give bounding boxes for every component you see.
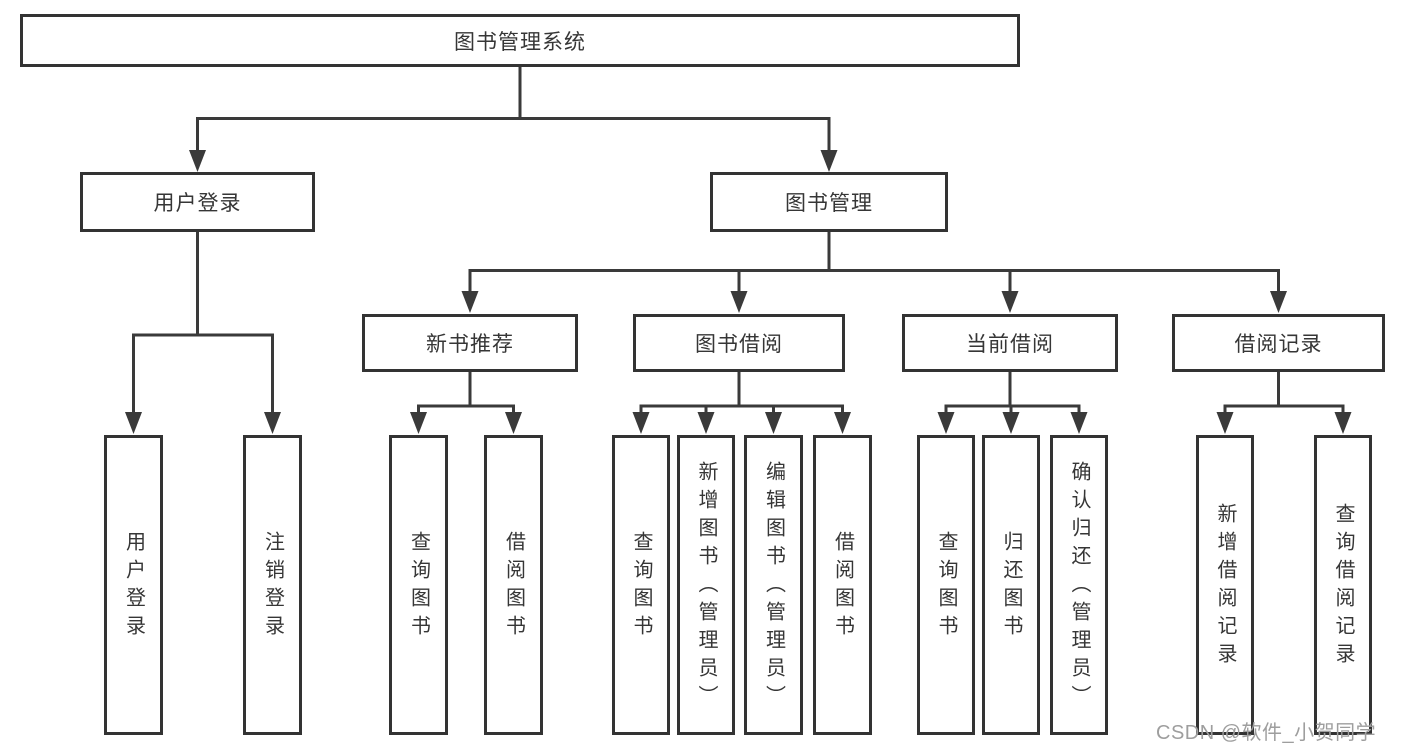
connector-borrowrecords-to-leaves <box>1223 371 1345 414</box>
leaf-current-query-book: 查询图书 <box>917 435 975 735</box>
node-new-book-recommendation: 新书推荐 <box>362 314 578 372</box>
connector-newbookrec-to-leaves <box>417 371 515 414</box>
leaf-confirm-return-admin: 确认归还（管理员） <box>1050 435 1108 735</box>
connector-bookmgmt-to-level3 <box>468 231 1280 292</box>
leaf-user-login: 用户登录 <box>104 435 163 735</box>
leaf-add-book-admin: 新增图书（管理员） <box>677 435 735 735</box>
node-book-management: 图书管理 <box>710 172 948 232</box>
connector-currentborrow-to-leaves <box>944 371 1081 414</box>
leaf-add-borrow-record: 新增借阅记录 <box>1196 435 1254 735</box>
connector-bookborrow-to-leaves <box>639 371 844 414</box>
connector-userlogin-to-leaves <box>132 231 274 413</box>
node-book-borrowing: 图书借阅 <box>633 314 845 372</box>
leaf-borrow-borrow-book: 借阅图书 <box>813 435 872 735</box>
arrow-down-icons <box>125 150 1352 434</box>
node-root-system: 图书管理系统 <box>20 14 1020 67</box>
leaf-newrec-query-book: 查询图书 <box>389 435 448 735</box>
leaf-query-borrow-record: 查询借阅记录 <box>1314 435 1372 735</box>
leaf-newrec-borrow-book: 借阅图书 <box>484 435 543 735</box>
leaf-edit-book-admin: 编辑图书（管理员） <box>744 435 803 735</box>
csdn-watermark: CSDN @软件_小贺同学 <box>1156 722 1377 744</box>
node-borrowing-records: 借阅记录 <box>1172 314 1385 372</box>
connector-root-to-level2 <box>196 66 831 151</box>
leaf-borrow-query-book: 查询图书 <box>612 435 670 735</box>
node-user-login: 用户登录 <box>80 172 315 232</box>
node-current-borrowing: 当前借阅 <box>902 314 1118 372</box>
leaf-logout: 注销登录 <box>243 435 302 735</box>
leaf-return-book: 归还图书 <box>982 435 1040 735</box>
